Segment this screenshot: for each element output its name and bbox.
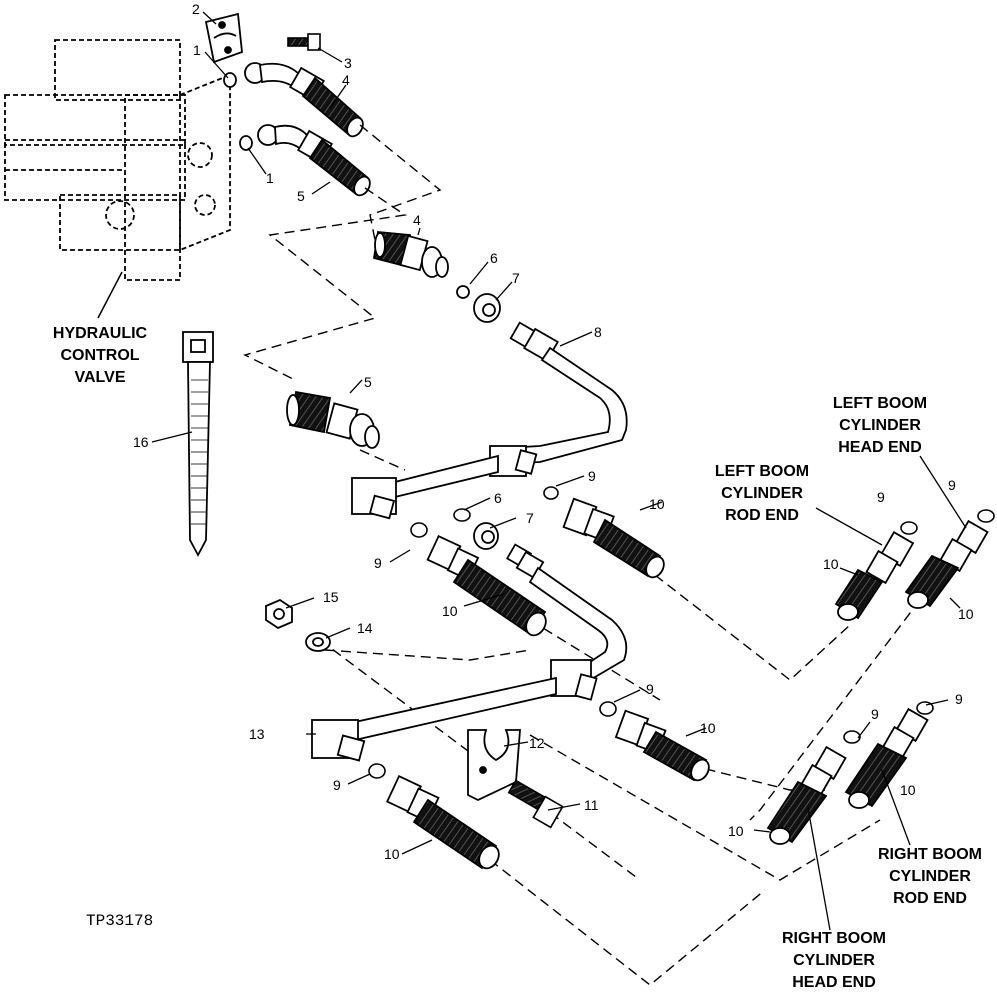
callout-12: 12 (529, 735, 545, 751)
callout-5: 5 (297, 188, 305, 204)
valve-leader (97, 271, 123, 319)
callout-10: 10 (649, 496, 665, 512)
callout-10: 10 (900, 782, 916, 798)
callout-10: 10 (958, 606, 974, 622)
callout-9: 9 (333, 777, 341, 793)
hose-5-upper (239, 124, 371, 197)
hose-10-c (614, 709, 710, 782)
label-right-boom-cylinder-head-end: RIGHT BOOM CYLINDER HEAD END (782, 930, 886, 991)
label-left-boom-cylinder-rod-end: LEFT BOOM CYLINDER ROD END (714, 463, 810, 524)
callout-4: 4 (413, 212, 421, 228)
connection-lines (243, 124, 921, 986)
callout-7: 7 (512, 270, 520, 286)
callout-16: 16 (133, 434, 149, 450)
callout-9: 9 (955, 691, 963, 707)
callout-3: 3 (344, 55, 352, 71)
hydraulic-control-valve (4, 39, 231, 281)
hose-right-head (766, 745, 847, 845)
callout-1: 1 (193, 42, 201, 58)
callout-13: 13 (249, 726, 265, 742)
callout-9: 9 (374, 555, 382, 571)
callout-8: 8 (594, 324, 602, 340)
callout-10: 10 (728, 823, 744, 839)
hose-5-fitting (286, 390, 380, 449)
callout-9: 9 (871, 706, 879, 722)
callout-10: 10 (384, 846, 400, 862)
flange-clamp (204, 12, 243, 64)
nut-7-lower (473, 522, 499, 550)
callout-9: 9 (646, 681, 654, 697)
cable-strap (182, 331, 214, 557)
hose-4-fitting (372, 231, 501, 323)
capscrew (287, 33, 321, 51)
callout-9: 9 (588, 468, 596, 484)
washer-14 (305, 632, 331, 652)
hose-left-head (904, 519, 989, 609)
label-right-boom-cylinder-rod-end: RIGHT BOOM CYLINDER ROD END (878, 846, 982, 907)
callout-9: 9 (877, 489, 885, 505)
tube-8 (351, 321, 628, 520)
capscrew-11 (507, 779, 564, 829)
callout-14: 14 (357, 620, 373, 636)
seal-rings (368, 486, 995, 779)
callout-6: 6 (494, 490, 502, 506)
callout-5: 5 (364, 374, 372, 390)
callout-7: 7 (526, 510, 534, 526)
callout-6: 6 (490, 250, 498, 266)
callout-15: 15 (323, 589, 339, 605)
document-id: TP33178 (86, 912, 154, 930)
tube-13 (311, 543, 628, 762)
hose-10-d (386, 775, 500, 870)
callout-1: 1 (266, 170, 274, 186)
callout-11: 11 (584, 797, 599, 813)
callout-4: 4 (342, 72, 350, 88)
callout-9: 9 (948, 477, 956, 493)
hose-10-a (562, 497, 665, 579)
hose-left-rod (834, 531, 915, 621)
hose-right-rod (844, 707, 929, 809)
label-hydraulic-control-valve: HYDRAULIC CONTROL VALVE (52, 325, 148, 386)
callout-2: 2 (192, 1, 200, 17)
nut-15 (265, 598, 293, 630)
clamp-12 (467, 729, 521, 802)
hose-10-b (426, 534, 547, 637)
callout-10: 10 (823, 556, 839, 572)
callout-10: 10 (442, 603, 458, 619)
callout-10: 10 (700, 720, 716, 736)
leader-lines (151, 11, 967, 931)
label-left-boom-cylinder-head-end: LEFT BOOM CYLINDER HEAD END (832, 395, 928, 456)
